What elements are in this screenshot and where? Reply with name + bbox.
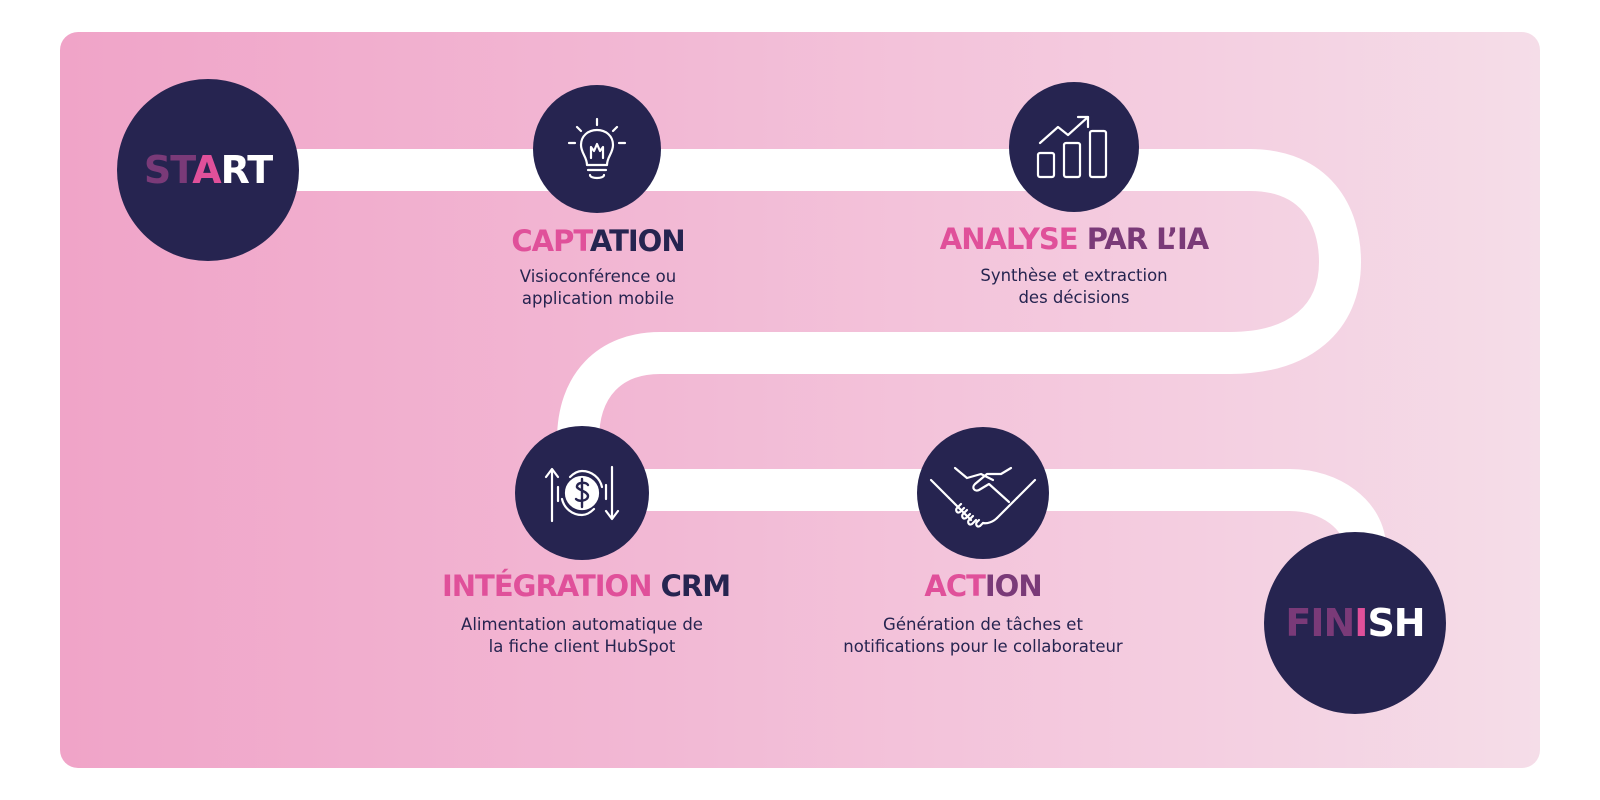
finish-circle: FINISH <box>1264 532 1446 714</box>
action-circle <box>917 427 1049 559</box>
integration-title: INTÉGRATION CRM <box>442 569 731 603</box>
analyse-description: Synthèse et extraction des décisions <box>980 266 1168 307</box>
start-circle: START <box>117 79 299 261</box>
captation-description: Visioconférence ou application mobile <box>519 267 677 308</box>
start-label: START <box>143 148 273 192</box>
dollar-exchange-icon <box>544 465 620 523</box>
action-title: ACTION <box>924 569 1042 603</box>
bar-chart-icon <box>1036 115 1108 179</box>
captation-circle <box>533 85 661 213</box>
integration-description: Alimentation automatique de la fiche cli… <box>461 615 703 656</box>
integration-circle <box>515 426 649 560</box>
analyse-circle <box>1009 82 1139 212</box>
analyse-title: ANALYSE PAR L’IA <box>939 222 1209 256</box>
winding-road <box>210 149 1386 550</box>
finish-label: FINISH <box>1285 601 1425 645</box>
roadmap-panel: START CAPTATION Visioconférence ou appli… <box>60 32 1540 768</box>
captation-title: CAPTATION <box>511 224 685 258</box>
action-description: Génération de tâches et notifications po… <box>843 615 1123 656</box>
handshake-icon <box>929 466 1037 528</box>
lightbulb-icon <box>567 117 627 180</box>
